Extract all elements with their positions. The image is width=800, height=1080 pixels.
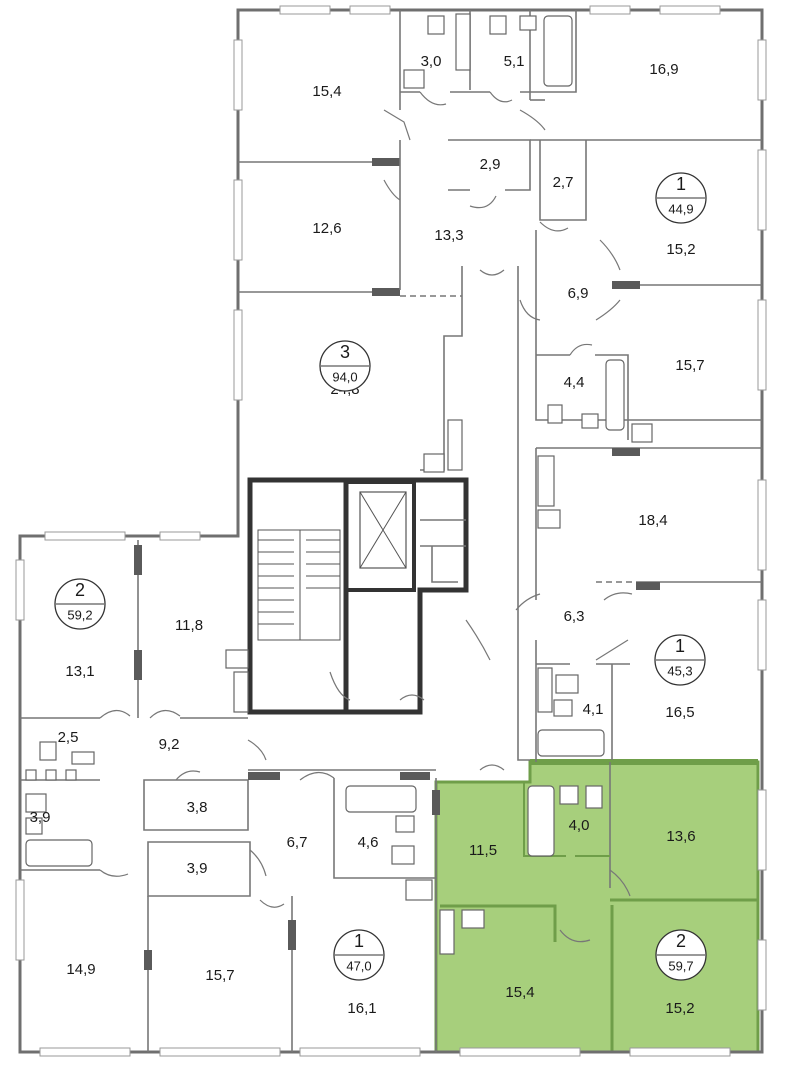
room-area-label: 13,1 xyxy=(65,663,94,680)
room-area-label: 18,4 xyxy=(638,512,667,529)
room-area-label: 15,7 xyxy=(205,967,234,984)
room-area-label: 15,4 xyxy=(505,984,534,1001)
room-area-label: 3,9 xyxy=(187,860,208,877)
apartment-number: 2 xyxy=(676,931,686,951)
apartment-area: 59,7 xyxy=(668,958,693,973)
room-area-label: 14,9 xyxy=(66,961,95,978)
apartment-number: 2 xyxy=(75,580,85,600)
apartment-marker-3[interactable]: 3 94,0 xyxy=(319,340,371,392)
apartment-number: 3 xyxy=(340,342,350,362)
apartment-marker-1-bottom[interactable]: 1 47,0 xyxy=(333,929,385,981)
room-area-labels: 15,4 3,0 5,1 16,9 2,9 12,6 13,3 2,7 15,2… xyxy=(30,53,705,1017)
room-area-label: 15,2 xyxy=(666,241,695,258)
room-area-label: 12,6 xyxy=(312,220,341,237)
room-area-label: 13,6 xyxy=(666,828,695,845)
room-area-label: 11,5 xyxy=(469,842,497,859)
interior-walls xyxy=(238,10,762,762)
room-area-label: 2,9 xyxy=(480,156,501,173)
apartment-marker-1-mid[interactable]: 1 45,3 xyxy=(654,634,706,686)
apartment-area: 94,0 xyxy=(332,369,357,384)
room-area-label: 6,7 xyxy=(287,834,308,851)
apartment-area: 45,3 xyxy=(667,663,692,678)
room-area-label: 4,0 xyxy=(569,817,590,834)
outer-walls xyxy=(15,5,767,1057)
room-area-label: 16,5 xyxy=(665,704,694,721)
room-area-label: 15,4 xyxy=(312,83,341,100)
apartment-number: 1 xyxy=(354,931,364,951)
room-area-label: 4,1 xyxy=(583,701,604,718)
room-area-label: 16,9 xyxy=(649,61,678,78)
apartment-number: 1 xyxy=(676,174,686,194)
room-area-label: 9,2 xyxy=(159,736,180,753)
room-area-label: 3,9 xyxy=(30,809,51,826)
apartment-area: 44,9 xyxy=(668,201,693,216)
building-core xyxy=(247,477,469,715)
room-area-label: 4,4 xyxy=(564,374,585,391)
room-area-label: 13,3 xyxy=(434,227,463,244)
room-area-label: 3,0 xyxy=(421,53,442,70)
room-area-label: 3,8 xyxy=(187,799,208,816)
apartment-marker-1-top[interactable]: 1 44,9 xyxy=(655,172,707,224)
apartment-area: 47,0 xyxy=(346,958,371,973)
doors xyxy=(99,91,633,943)
room-area-label: 2,5 xyxy=(58,729,79,746)
bathroom-fixtures xyxy=(25,13,653,955)
room-area-label: 4,6 xyxy=(358,834,379,851)
apartment-marker-2-left[interactable]: 2 59,2 xyxy=(54,578,106,630)
room-area-label: 5,1 xyxy=(504,53,525,70)
room-area-label: 6,9 xyxy=(568,285,589,302)
apartment-marker-2-highlighted[interactable]: 2 59,7 xyxy=(655,929,707,981)
room-area-label: 11,8 xyxy=(175,617,203,634)
apartment-number: 1 xyxy=(675,636,685,656)
room-area-label: 15,7 xyxy=(675,357,704,374)
room-area-label: 15,2 xyxy=(665,1000,694,1017)
apartment-area: 59,2 xyxy=(67,607,92,622)
room-area-label: 6,3 xyxy=(564,608,585,625)
left-wing-walls xyxy=(20,540,440,1052)
room-area-label: 16,1 xyxy=(347,1000,376,1017)
room-area-label: 2,7 xyxy=(553,174,574,191)
